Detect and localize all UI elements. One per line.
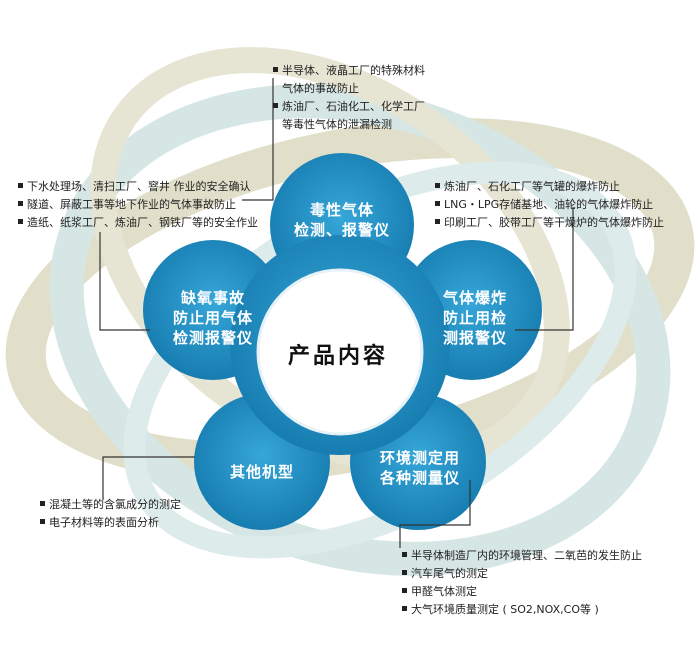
note-item: 电子材料等的表面分析 (40, 514, 181, 532)
petal-explosive-line1: 气体爆炸 (442, 289, 507, 307)
petal-oxygen-label: 缺氧事故 防止用气体 检测报警仪 (158, 288, 268, 348)
petal-explosive-line2: 防止用检 (442, 309, 507, 327)
notes-explosive: 炼油厂、石化工厂等气罐的爆炸防止 LNG・LPG存储基地、油轮的气体爆炸防止 印… (435, 178, 664, 232)
note-item: 等毒性气体的泄漏检测 (282, 118, 392, 131)
notes-toxic: 半导体、液晶工厂的特殊材料 气体的事故防止 炼油厂、石油化工、化学工厂 等毒性气… (273, 62, 425, 134)
petal-toxic-line2: 检测、报警仪 (293, 221, 390, 239)
note-item: 半导体制造厂内的环境管理、二氧芭的发生防止 (402, 547, 642, 565)
note-item: 甲醛气体测定 (402, 583, 642, 601)
petal-environment-label: 环境测定用 各种测量仪 (370, 448, 470, 488)
note-item: 半导体、液晶工厂的特殊材料 (273, 62, 425, 80)
petal-toxic-line1: 毒性气体 (309, 201, 374, 219)
notes-oxygen: 下水处理场、清扫工厂、窨井 作业的安全确认 隧道、屏蔽工事等地下作业的气体事故防… (18, 178, 258, 232)
note-item: 下水处理场、清扫工厂、窨井 作业的安全确认 (18, 178, 258, 196)
note-item: 大气环境质量测定 ( SO2,NOX,CO等 ) (402, 601, 642, 619)
petal-other-line1: 其他机型 (229, 463, 294, 481)
petal-explosive-label: 气体爆炸 防止用检 测报警仪 (430, 288, 520, 348)
note-item: 混凝土等的含氯成分的测定 (40, 496, 181, 514)
note-item: 气体的事故防止 (282, 82, 359, 95)
petal-other-label: 其他机型 (212, 462, 312, 482)
petal-toxic-label: 毒性气体 检测、报警仪 (292, 200, 392, 240)
note-item: 印刷工厂、胶带工厂等干燥炉的气体爆炸防止 (435, 214, 664, 232)
notes-environment: 半导体制造厂内的环境管理、二氧芭的发生防止 汽车尾气的测定 甲醛气体测定 大气环… (402, 547, 642, 619)
note-item: 炼油厂、石油化工、化学工厂 (273, 98, 425, 116)
note-item: 炼油厂、石化工厂等气罐的爆炸防止 (435, 178, 664, 196)
note-item: 隧道、屏蔽工事等地下作业的气体事故防止 (18, 196, 258, 214)
note-item: 造纸、纸浆工厂、炼油厂、钢铁厂等的安全作业 (18, 214, 258, 232)
note-item: LNG・LPG存储基地、油轮的气体爆炸防止 (435, 196, 664, 214)
notes-other: 混凝土等的含氯成分的测定 电子材料等的表面分析 (40, 496, 181, 532)
petal-oxygen-line2: 防止用气体 (172, 309, 253, 327)
petal-explosive-line3: 测报警仪 (442, 329, 507, 347)
petal-environment-line2: 各种测量仪 (379, 469, 460, 487)
petal-oxygen-line1: 缺氧事故 (180, 289, 245, 307)
petal-environment-line1: 环境测定用 (379, 449, 460, 467)
center-circle (256, 268, 424, 436)
note-item: 汽车尾气的测定 (402, 565, 642, 583)
connector-lines (99, 78, 574, 548)
petal-oxygen-line3: 检测报警仪 (172, 329, 253, 347)
center-title: 产品内容 (287, 344, 388, 369)
